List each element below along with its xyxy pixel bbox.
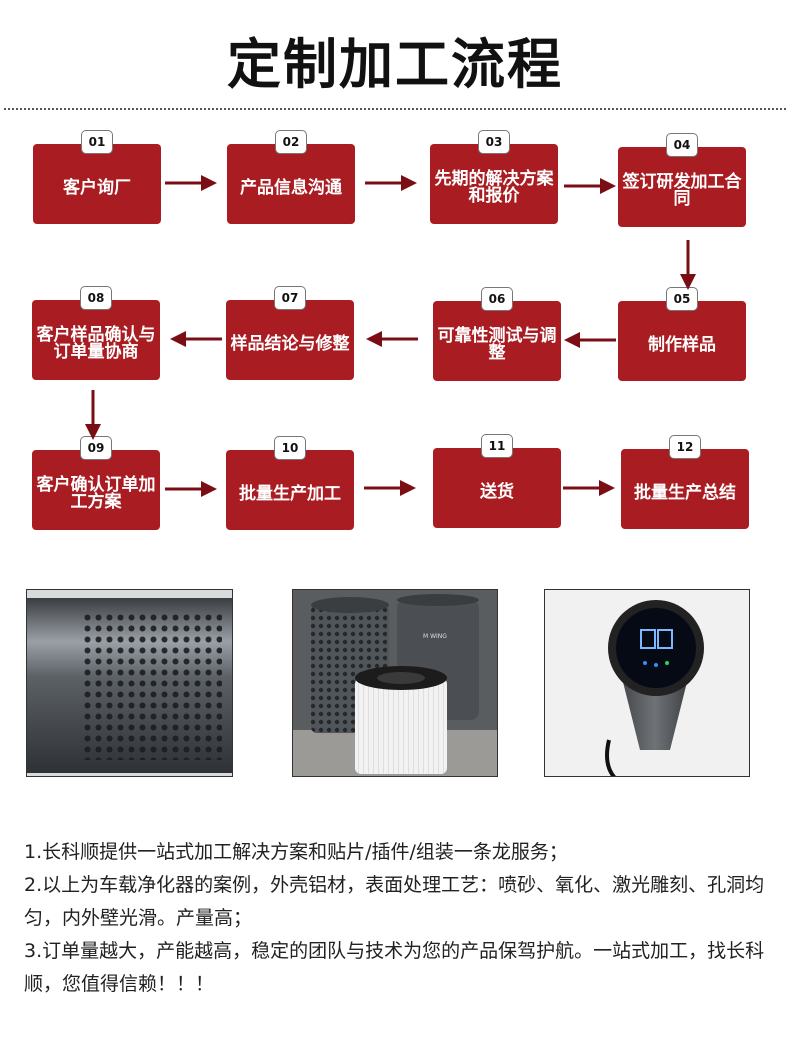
step-label: 送货 <box>480 481 514 502</box>
step-label: 客户样品确认与订单量协商 <box>36 325 156 362</box>
process-step-02: 02 产品信息沟通 <box>227 130 355 224</box>
step-label: 批量生产加工 <box>239 483 341 504</box>
process-step-11: 11 送货 <box>433 434 561 528</box>
step-number-badge: 03 <box>478 130 510 154</box>
service-notes: 1.长科顺提供一站式加工解决方案和贴片/插件/组装一条龙服务； 2.以上为车载净… <box>24 836 774 1001</box>
step-label: 制作样品 <box>648 334 716 355</box>
note-item: 2.以上为车载净化器的案例，外壳铝材，表面处理工艺：喷砂、氧化、激光雕刻、孔洞均… <box>24 874 765 929</box>
product-photo-car-purifier <box>544 589 750 777</box>
step-number-badge: 06 <box>481 287 513 311</box>
product-photo-filter-housing: M WING <box>292 589 498 777</box>
dotted-divider <box>4 108 786 110</box>
perforated-tube-image <box>27 590 232 776</box>
process-step-12: 12 批量生产总结 <box>621 435 749 529</box>
note-item: 1.长科顺提供一站式加工解决方案和贴片/插件/组装一条龙服务； <box>24 841 568 863</box>
arrow-right-icon <box>165 481 217 497</box>
step-label: 批量生产总结 <box>634 482 736 503</box>
filter-housing-image: M WING <box>293 590 497 776</box>
arrow-right-icon <box>364 480 416 496</box>
step-number-badge: 11 <box>481 434 513 458</box>
arrow-left-icon <box>564 332 616 348</box>
step-number-badge: 10 <box>274 436 306 460</box>
process-step-10: 10 批量生产加工 <box>226 436 354 530</box>
process-step-04: 04 签订研发加工合同 <box>618 133 746 227</box>
step-label: 先期的解决方案和报价 <box>434 169 554 206</box>
process-step-08: 08 客户样品确认与订单量协商 <box>32 286 160 380</box>
housing-label: M WING <box>423 633 447 640</box>
process-step-06: 06 可靠性测试与调整 <box>433 287 561 381</box>
step-number-badge: 07 <box>274 286 306 310</box>
step-label: 可靠性测试与调整 <box>437 326 557 363</box>
arrow-left-icon <box>170 331 222 347</box>
step-number-badge: 04 <box>666 133 698 157</box>
step-number-badge: 09 <box>80 436 112 460</box>
step-number-badge: 12 <box>669 435 701 459</box>
arrow-down-icon <box>680 240 696 290</box>
product-photo-perforated-tube <box>26 589 233 777</box>
arrow-right-icon <box>165 175 217 191</box>
process-step-07: 07 样品结论与修整 <box>226 286 354 380</box>
page-title: 定制加工流程 <box>227 33 563 96</box>
step-number-badge: 05 <box>666 287 698 311</box>
step-label: 客户确认订单加工方案 <box>36 475 156 512</box>
arrow-right-icon <box>563 480 615 496</box>
step-label: 客户询厂 <box>63 177 131 198</box>
note-item: 3.订单量越大，产能越高，稳定的团队与技术为您的产品保驾护航。一站式加工，找长科… <box>24 940 765 995</box>
step-number-badge: 02 <box>275 130 307 154</box>
arrow-right-icon <box>564 178 616 194</box>
step-label: 产品信息沟通 <box>240 177 342 198</box>
step-label: 签订研发加工合同 <box>622 172 742 209</box>
arrow-left-icon <box>366 331 418 347</box>
step-number-badge: 01 <box>81 130 113 154</box>
step-number-badge: 08 <box>80 286 112 310</box>
process-step-03: 03 先期的解决方案和报价 <box>430 130 558 224</box>
process-step-05: 05 制作样品 <box>618 287 746 381</box>
process-step-09: 09 客户确认订单加工方案 <box>32 436 160 530</box>
step-label: 样品结论与修整 <box>230 333 350 354</box>
car-purifier-image <box>545 590 749 776</box>
process-step-01: 01 客户询厂 <box>33 130 161 224</box>
arrow-right-icon <box>365 175 417 191</box>
arrow-down-icon <box>85 390 101 440</box>
